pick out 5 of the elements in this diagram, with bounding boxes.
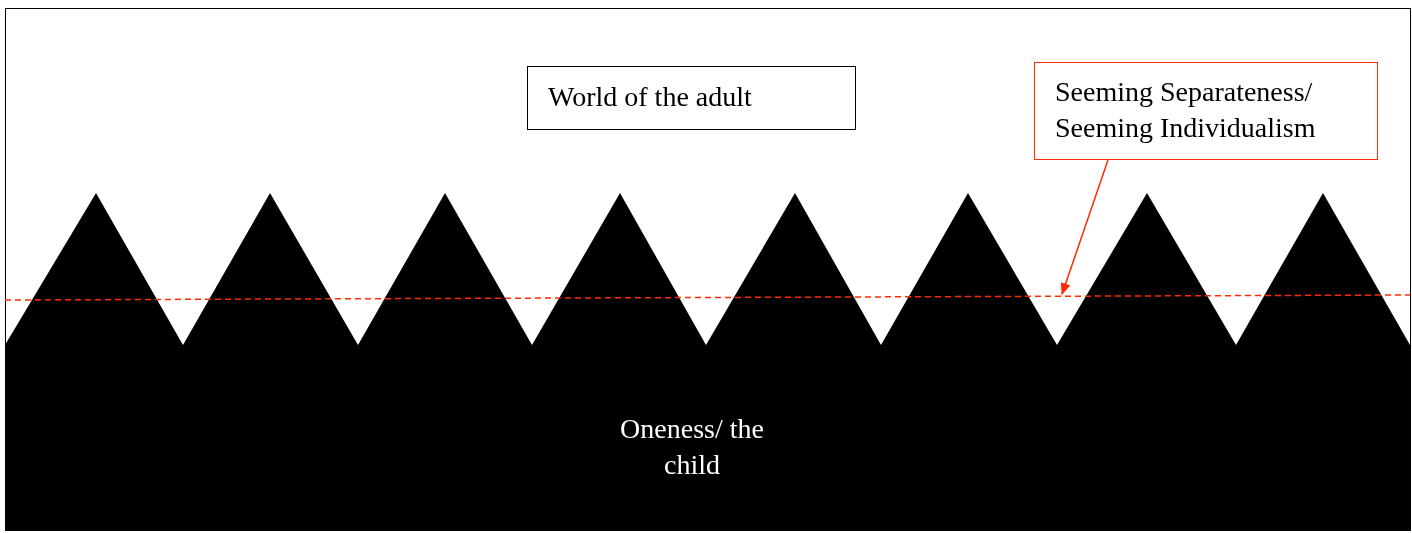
band-label: Oneness/ the child	[619, 412, 765, 482]
arrow	[1060, 159, 1109, 296]
text-box: World of the adult	[527, 66, 856, 130]
text-box: Seeming Separateness/ Seeming Individualism	[1034, 62, 1378, 160]
dashed-line	[5, 293, 1410, 302]
